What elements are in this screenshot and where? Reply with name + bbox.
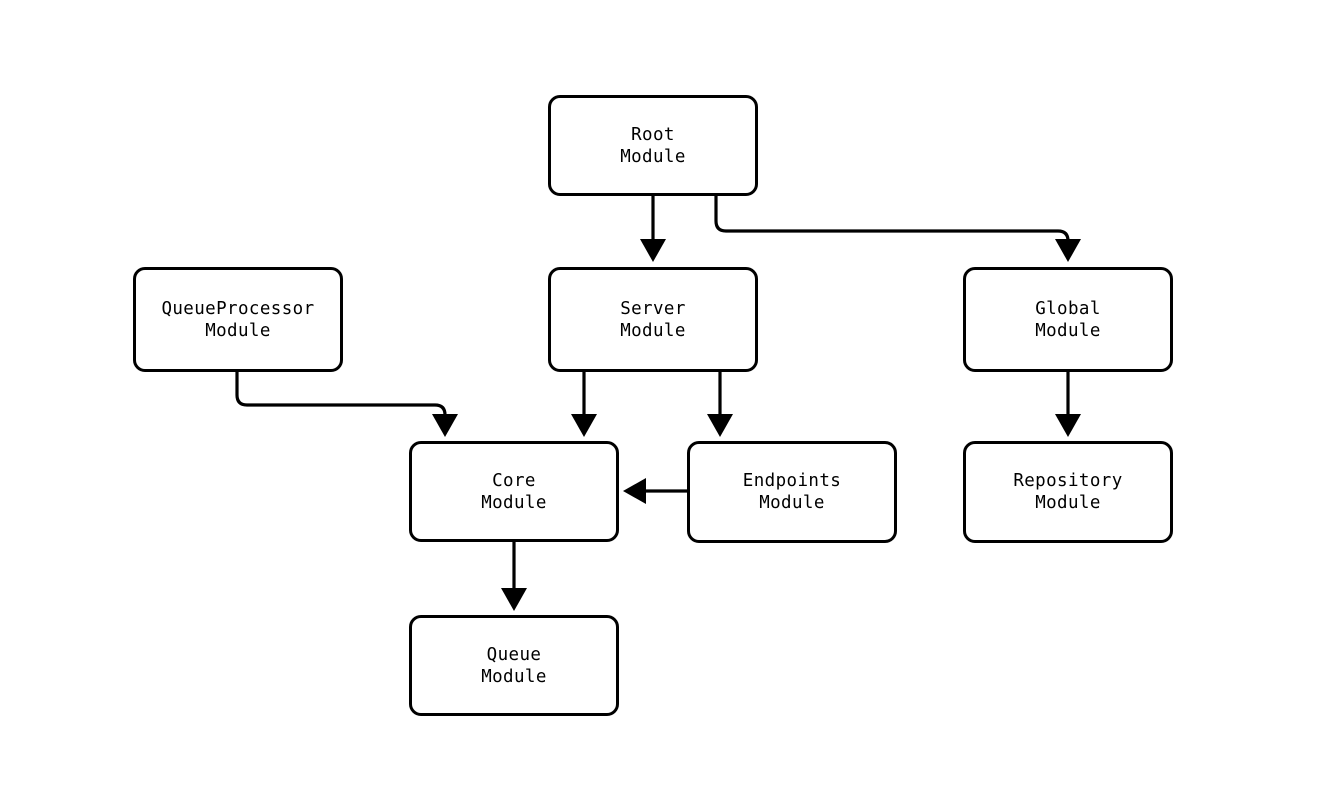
node-repository-module[interactable]: Repository Module	[963, 441, 1173, 543]
node-label-line1: Global	[1035, 298, 1101, 319]
edge-global-to-repository	[1055, 372, 1081, 437]
edge-server-to-endpoints	[707, 372, 733, 437]
node-label-line1: Repository	[1013, 471, 1123, 491]
edge-server-to-core	[571, 372, 597, 437]
edge-queueprocessor-to-core	[235, 372, 458, 437]
node-root-module[interactable]: Root Module	[548, 95, 758, 196]
node-label-line2: Module	[620, 146, 686, 167]
node-label-line1: Server	[620, 298, 686, 319]
node-label-line1: Endpoints	[742, 471, 842, 491]
node-queue-module[interactable]: Queue Module	[409, 615, 619, 716]
node-global-module[interactable]: Global Module	[963, 267, 1173, 372]
edge-core-to-queue	[501, 542, 527, 611]
node-queueprocessor-module[interactable]: QueueProcessor Module	[133, 267, 343, 372]
node-label-line1: Queue	[486, 644, 542, 665]
node-label-line2: Module	[481, 492, 547, 513]
node-label-line2: Module	[1035, 493, 1101, 513]
edge-endpoints-to-core	[623, 478, 687, 504]
node-label-line2: Module	[620, 320, 686, 341]
node-endpoints-module[interactable]: Endpoints Module	[687, 441, 897, 543]
node-label-line1: Core	[492, 470, 536, 491]
node-label-line2: Module	[205, 320, 271, 341]
node-label-line1: Root	[631, 124, 675, 145]
node-core-module[interactable]: Core Module	[409, 441, 619, 542]
edge-root-to-server	[640, 196, 666, 262]
node-server-module[interactable]: Server Module	[548, 267, 758, 372]
node-label-line2: Module	[1035, 320, 1101, 341]
node-label-line1: QueueProcessor	[161, 298, 315, 319]
node-label-line2: Module	[481, 666, 547, 687]
node-label-line2: Module	[759, 493, 825, 513]
edge-root-to-global	[714, 196, 1081, 262]
